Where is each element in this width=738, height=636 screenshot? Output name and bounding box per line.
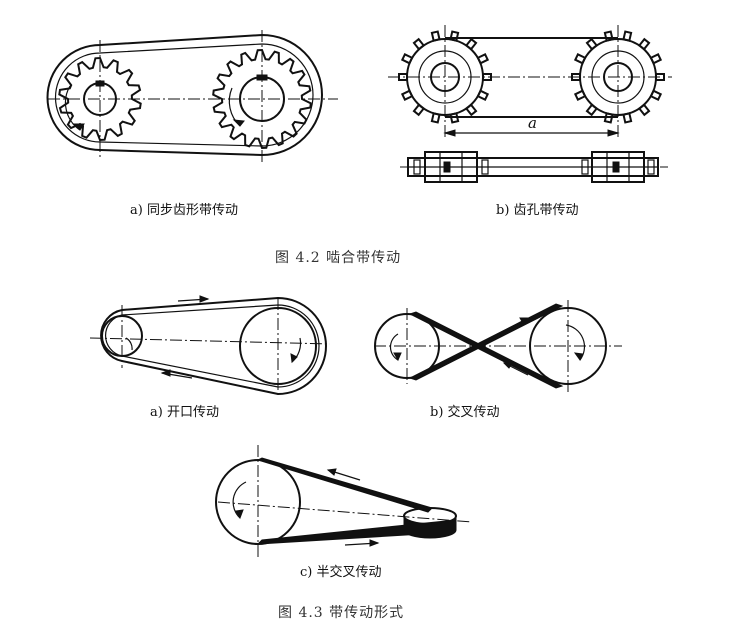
half-crossed-rotation: [232, 481, 247, 519]
half-crossed-center-horizontal: [217, 501, 473, 523]
fig42-label-a: a) 同步齿形带传动: [130, 203, 238, 218]
fig43-label-b: b) 交叉传动: [430, 404, 500, 420]
half-crossed-belt-drive: [215, 445, 473, 558]
fig42-label-b: b) 齿孔带传动: [496, 203, 579, 218]
timing-belt-outer: [46, 33, 323, 157]
open-belt-drive: [89, 295, 331, 396]
side-view-right-hub: [581, 151, 655, 183]
crossed-left-rotation: [389, 333, 399, 361]
half-crossed-small-pulley-body: [403, 515, 457, 539]
half-crossed-top-strand: [256, 457, 433, 513]
perforated-belt-drive: a: [388, 25, 672, 183]
dimension-label-a: a: [528, 114, 537, 132]
dimension-arrow-right: [607, 129, 620, 137]
fig43-caption: 图 4.3 带传动形式: [278, 605, 404, 621]
large-sprocket-teeth: [212, 48, 312, 150]
crossed-belt-strand-1: [408, 311, 564, 389]
open-belt-inner: [105, 304, 320, 388]
open-bottom-arrow-head: [160, 369, 171, 377]
dimension-arrow-left: [443, 129, 456, 137]
fig43-label-a: a) 开口传动: [150, 405, 219, 420]
open-center-horizontal: [89, 337, 331, 345]
rotation-arrow-large-head: [232, 119, 245, 127]
open-belt-outer: [100, 296, 327, 396]
fig43-label-c: c) 半交叉传动: [300, 564, 382, 580]
crossed-belt-drive: [374, 300, 622, 392]
timing-belt-drive: [46, 30, 338, 165]
open-top-arrow-head: [199, 295, 210, 303]
rotation-arrow-small: [64, 85, 81, 131]
crossed-belt-strand-2: [408, 303, 564, 381]
side-view-left-hub: [413, 151, 489, 183]
open-small-rotation: [125, 337, 133, 351]
rotation-arrow-small-head: [72, 123, 85, 131]
fig42-caption: 图 4.2 啮合带传动: [275, 250, 401, 266]
